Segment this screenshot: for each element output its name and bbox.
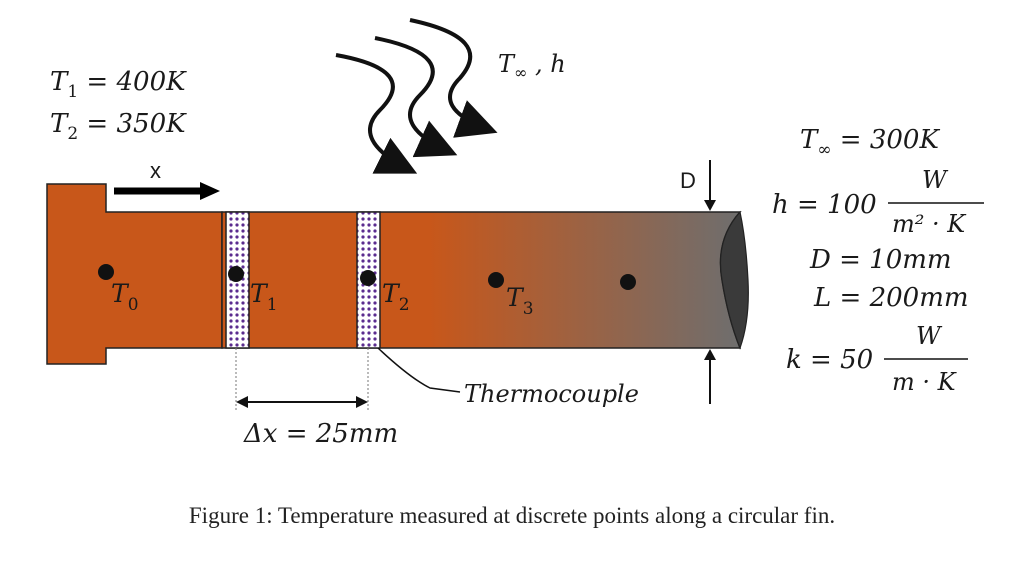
diameter-arrow-top-head <box>704 200 716 211</box>
fin-body <box>221 211 742 349</box>
param-k-num: W <box>916 322 943 350</box>
label-t2: T2 <box>382 279 410 315</box>
given-t1: T1 = 400K <box>50 67 187 102</box>
label-t3: T3 <box>506 283 534 319</box>
fin-tip-section <box>719 210 749 350</box>
param-h-lhs: h = 100 <box>772 190 877 220</box>
fin-base-wall <box>46 183 223 365</box>
thermocouple-leader <box>377 347 461 393</box>
convection-arrow-2 <box>374 36 458 158</box>
diameter-letter: D <box>680 168 696 193</box>
param-L: L = 200mm <box>813 283 969 313</box>
figure-caption: Figure 1: Temperature measured at discre… <box>188 503 836 528</box>
param-h-den: m² · K <box>892 210 967 238</box>
param-k-lhs: k = 50 <box>786 345 873 375</box>
param-D: D = 10mm <box>809 245 952 275</box>
point-t0 <box>98 264 114 280</box>
point-t4 <box>620 274 636 290</box>
x-arrow-head <box>200 182 220 200</box>
diameter-arrow-bottom-head <box>704 349 716 360</box>
x-axis-label: x <box>150 158 161 183</box>
point-t2 <box>360 270 376 286</box>
convection-arrow-1 <box>335 53 418 174</box>
ambient-label: T∞ , h <box>498 50 566 82</box>
param-tinf: T∞ = 300K <box>800 125 940 160</box>
label-t1: T1 <box>250 279 278 315</box>
thermocouple-label: Thermocouple <box>464 380 639 408</box>
convection-arrow-3 <box>409 18 498 138</box>
param-h-num: W <box>922 166 949 194</box>
dx-arrow-right <box>356 396 368 408</box>
given-t2: T2 = 350K <box>50 109 187 144</box>
dx-arrow-left <box>236 396 248 408</box>
label-t0: T0 <box>111 279 139 315</box>
param-k-den: m · K <box>892 368 958 396</box>
point-t1 <box>228 266 244 282</box>
point-t3 <box>488 272 504 288</box>
dx-label: Δx = 25mm <box>243 419 398 449</box>
